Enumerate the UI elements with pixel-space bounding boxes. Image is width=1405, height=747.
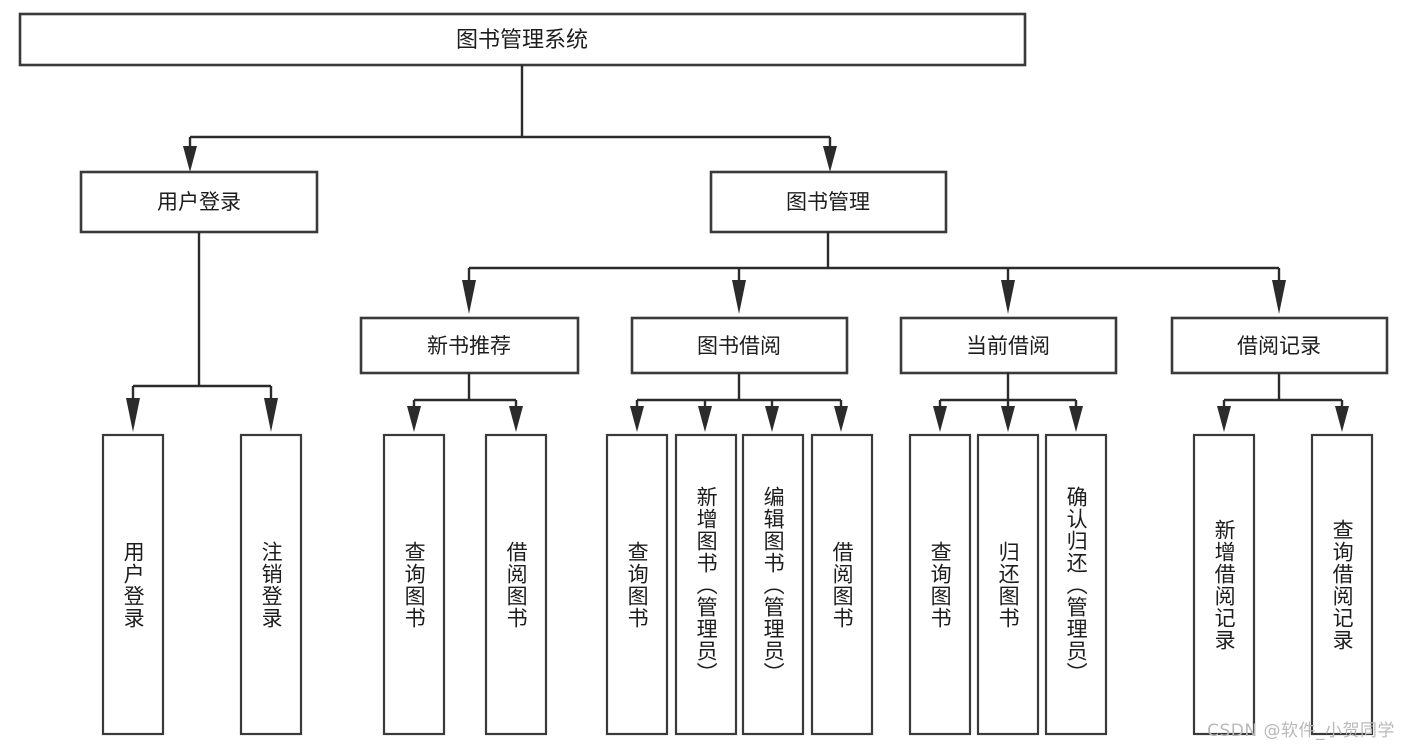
leaf-box-borrow-record-1[interactable] [1310,433,1374,736]
connector-root-to-level1 [183,65,837,172]
node-level2-borrow-record-label: 借阅记录 [1237,334,1321,358]
connector-book-management-to-level2 [462,232,1286,314]
node-level2-book-borrow[interactable]: 图书借阅 [630,316,849,375]
node-level2-new-book-recommend-label: 新书推荐 [427,334,511,358]
leaf-box-book-borrow-0[interactable] [605,433,669,736]
leaf-box-current-borrow-1[interactable] [976,433,1040,736]
node-level2-current-borrow-box [899,316,1118,375]
node-level1-user-login[interactable]: 用户登录 [79,170,319,234]
connector-new-book-recommend-to-leaves [407,373,523,432]
leaf-box-user-login-1[interactable] [239,433,303,736]
node-level2-new-book-recommend[interactable]: 新书推荐 [359,316,580,375]
leaf-box-new-book-recommend-1[interactable] [484,433,548,736]
node-level1-book-management-label: 图书管理 [786,190,870,214]
leaf-box-current-borrow-2[interactable] [1044,433,1108,736]
connector-borrow-record-to-leaves [1217,373,1349,432]
connector-user-login-to-leaves [126,232,278,432]
node-root-label: 图书管理系统 [456,28,588,53]
leaf-box-current-borrow-0[interactable] [908,433,972,736]
node-level2-current-borrow[interactable]: 当前借阅 [899,316,1118,375]
leaf-box-book-borrow-1[interactable] [674,433,738,736]
connector-current-borrow-to-leaves [933,373,1083,432]
leaf-box-user-login-0[interactable] [101,433,165,736]
node-level1-user-login-label: 用户登录 [157,190,241,214]
node-level1-user-login-box [79,170,319,234]
node-root[interactable]: 图书管理系统 [18,12,1027,67]
leaf-box-borrow-record-0[interactable] [1192,433,1256,736]
node-level2-book-borrow-label: 图书借阅 [697,334,781,358]
node-level2-current-borrow-label: 当前借阅 [966,334,1050,358]
leaf-box-book-borrow-2[interactable] [741,433,805,736]
connector-book-borrow-to-leaves [630,373,848,432]
leaf-box-book-borrow-3[interactable] [810,433,874,736]
node-level2-borrow-record[interactable]: 借阅记录 [1170,316,1389,375]
node-root-box [18,12,1027,67]
leaf-box-new-book-recommend-0[interactable] [382,433,446,736]
node-level1-book-management[interactable]: 图书管理 [709,170,948,234]
node-level2-new-book-recommend-box [359,316,580,375]
